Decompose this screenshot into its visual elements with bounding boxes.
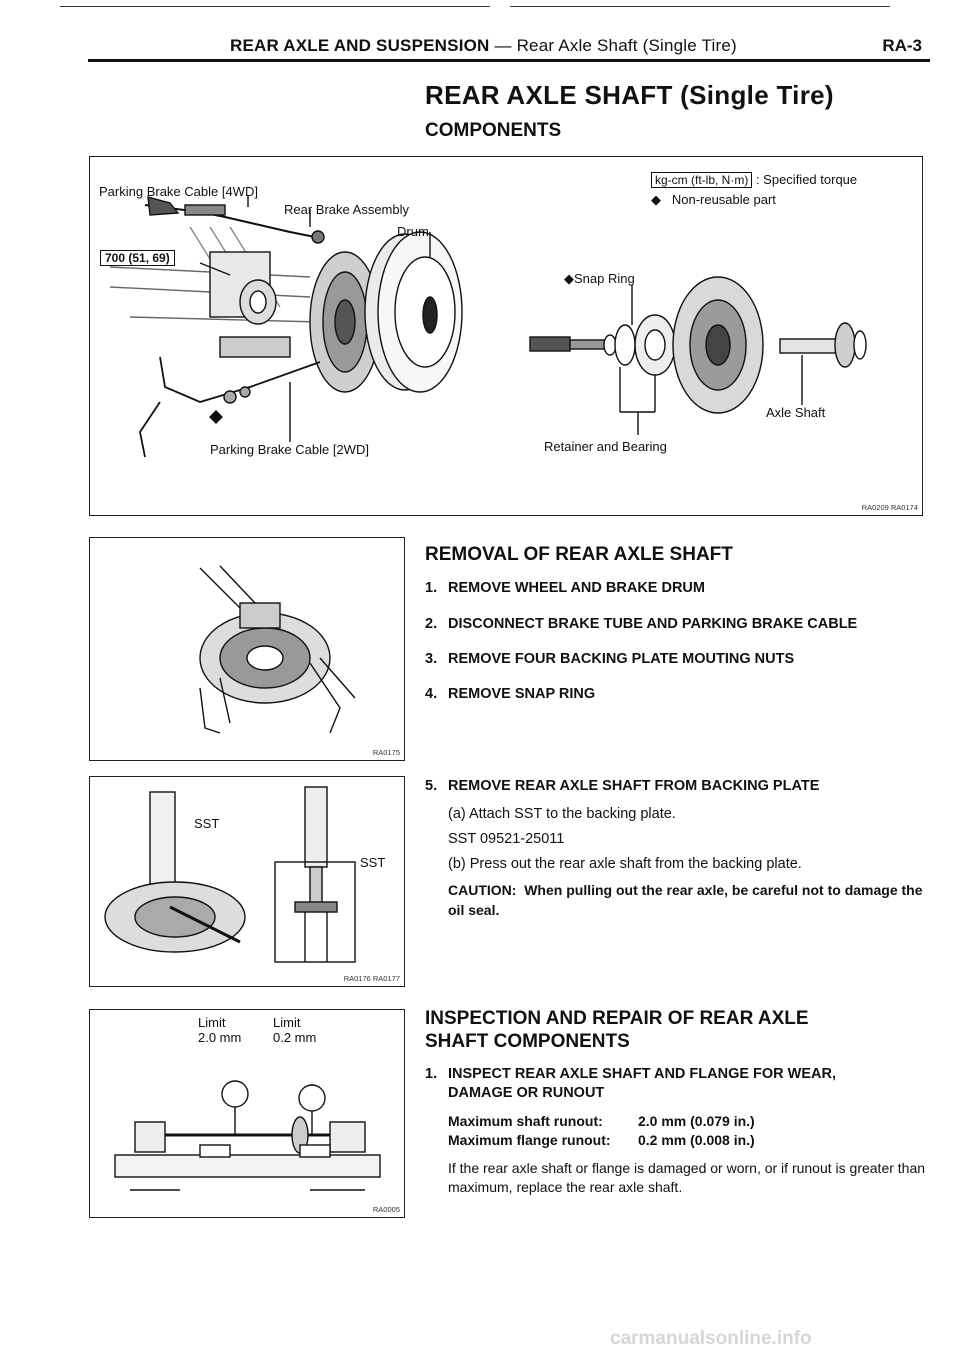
legend-nonreusable-text: Non-reusable part	[671, 192, 776, 207]
removal-substep-b: (b) Press out the rear axle shaft from t…	[448, 856, 802, 872]
legend-torque: kg-cm (ft-lb, N·m) : Specified torque	[651, 172, 858, 188]
label-limit-right-value: 0.2 mm	[273, 1030, 317, 1045]
caution-text: When pulling out the rear axle, be caref…	[448, 882, 923, 918]
label-drum: Drum	[397, 224, 429, 239]
removal-step-2: 2.DISCONNECT BRAKE TUBE AND PARKING BRAK…	[425, 616, 858, 632]
section-components-heading: COMPONENTS	[425, 120, 562, 141]
removal-step-3: 3.REMOVE FOUR BACKING PLATE MOUTING NUTS	[425, 651, 795, 667]
figure-code-components: RA0209 RA0174	[861, 503, 918, 512]
label-limit-right: Limit	[273, 1015, 301, 1030]
label-limit-left-value: 2.0 mm	[198, 1030, 242, 1045]
spec-flange-runout: Maximum flange runout: 0.2 mm (0.008 in.)	[448, 1132, 755, 1148]
sst-number: SST 09521-25011	[448, 831, 565, 847]
header-rule	[88, 59, 930, 62]
label-parking-brake-cable-4wd: Parking Brake Cable [4WD]	[99, 184, 258, 199]
figure-backing-plate-removal: RA0175	[89, 537, 405, 761]
page-title: REAR AXLE SHAFT (Single Tire)	[425, 80, 834, 110]
label-sst-left: SST	[194, 816, 220, 831]
spec-shaft-runout: Maximum shaft runout: 2.0 mm (0.079 in.)	[448, 1113, 755, 1129]
snap-ring-label-group: ◆Snap Ring	[564, 271, 635, 287]
removal-heading: REMOVAL OF REAR AXLE SHAFT	[425, 544, 733, 565]
components-illustration	[109, 195, 867, 458]
backing-plate-illustration	[199, 565, 356, 734]
legend-nonreusable: ◆ Non-reusable part	[651, 192, 776, 208]
label-axle-shaft: Axle Shaft	[766, 405, 826, 420]
torque-value: 700 (51, 69)	[100, 250, 175, 266]
legend-torque-units: kg-cm (ft-lb, N·m)	[651, 172, 753, 188]
runout-illustration	[114, 1080, 381, 1191]
removal-step-5: 5.REMOVE REAR AXLE SHAFT FROM BACKING PL…	[425, 778, 820, 794]
spec-shaft-runout-value: 2.0 mm (0.079 in.)	[638, 1113, 755, 1129]
spec-flange-runout-value: 0.2 mm (0.008 in.)	[638, 1132, 755, 1148]
components-diagram: Parking Brake Cable [4WD] Rear Brake Ass…	[89, 156, 923, 516]
inspection-heading-line2: SHAFT COMPONENTS	[425, 1031, 630, 1052]
header-section: REAR AXLE AND SUSPENSION	[230, 36, 490, 55]
inspection-step-1-cont: DAMAGE OR RUNOUT	[448, 1085, 605, 1101]
figure-code-1: RA0175	[372, 748, 400, 757]
removal-substep-a: (a) Attach SST to the backing plate.	[448, 806, 676, 822]
figure-runout-measurement: Limit 2.0 mm Limit 0.2 mm RA0005	[89, 1009, 405, 1218]
label-parking-brake-cable-2wd: Parking Brake Cable [2WD]	[210, 442, 369, 457]
page-number: RA-3	[882, 36, 922, 55]
inspection-note: If the rear axle shaft or flange is dama…	[448, 1160, 926, 1195]
label-sst-right: SST	[360, 855, 386, 870]
running-header: REAR AXLE AND SUSPENSION — Rear Axle Sha…	[230, 36, 737, 56]
top-edge-line-left	[60, 6, 490, 7]
watermark: carmanualsonline.info	[610, 1328, 812, 1349]
spec-shaft-runout-label: Maximum shaft runout:	[448, 1113, 603, 1129]
top-edge-line-right	[510, 6, 890, 7]
removal-step-4: 4.REMOVE SNAP RING	[425, 686, 596, 702]
figure-code-3: RA0005	[372, 1205, 400, 1214]
caution-label: CAUTION:	[448, 882, 517, 898]
caution-note: CAUTION: When pulling out the rear axle,…	[448, 880, 928, 920]
label-limit-left: Limit	[198, 1015, 226, 1030]
sst-press-illustration	[104, 786, 356, 963]
removal-step-1: 1.REMOVE WHEEL AND BRAKE DRUM	[425, 580, 705, 596]
spec-flange-runout-label: Maximum flange runout:	[448, 1132, 611, 1148]
inspection-heading-line1: INSPECTION AND REPAIR OF REAR AXLE	[425, 1008, 809, 1029]
label-retainer-and-bearing: Retainer and Bearing	[544, 439, 667, 454]
figure-sst-press: SST SST RA0176 RA0177	[89, 776, 405, 987]
figure-code-2: RA0176 RA0177	[343, 974, 400, 983]
legend-torque-text: : Specified torque	[755, 172, 858, 187]
header-dash: —	[489, 36, 517, 55]
label-snap-ring: Snap Ring	[574, 271, 635, 286]
label-rear-brake-assembly: Rear Brake Assembly	[284, 202, 409, 217]
inspection-step-1: 1.INSPECT REAR AXLE SHAFT AND FLANGE FOR…	[425, 1066, 837, 1082]
diamond-icon: ◆	[651, 192, 661, 207]
torque-spec-box: 700 (51, 69)	[100, 250, 175, 266]
nonreusable-marker-icon: ◆	[564, 271, 574, 286]
header-subsection: Rear Axle Shaft (Single Tire)	[516, 36, 737, 55]
